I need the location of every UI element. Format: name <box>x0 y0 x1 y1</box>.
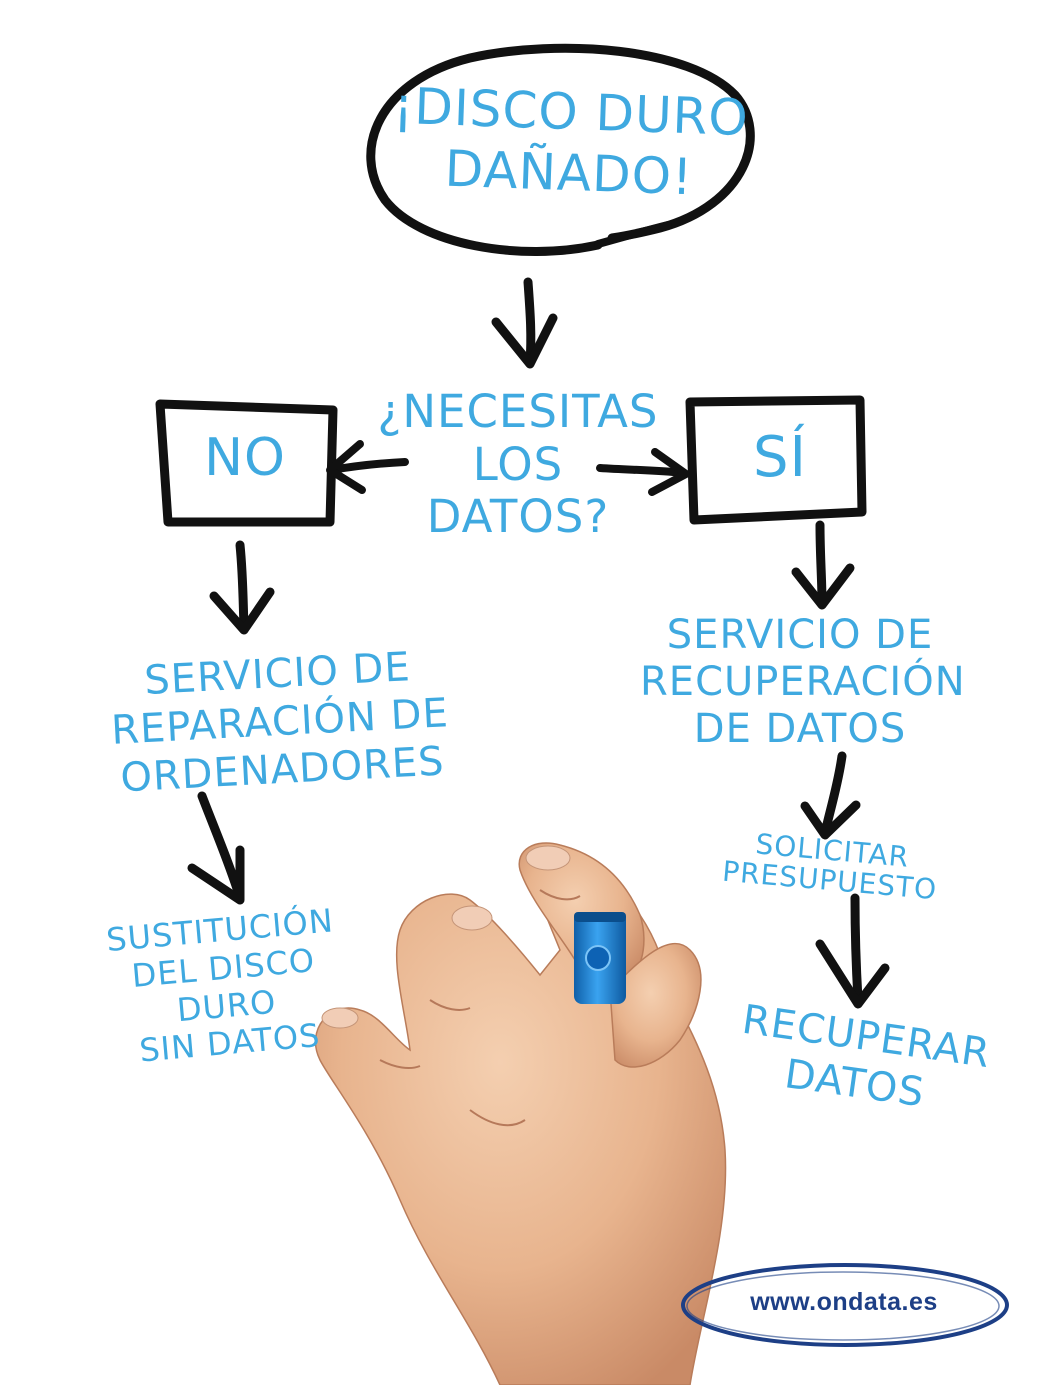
arrow-title-to-question <box>491 277 558 369</box>
data-recovery-service-label: SERVICIO DE RECUPERACIÓN DE DATOS <box>640 612 966 752</box>
website-link[interactable]: www.ondata.es <box>750 1288 938 1316</box>
arrow-quote-to-recover <box>815 893 890 1009</box>
marker-pen-button <box>585 945 611 971</box>
option-yes-label: SÍ <box>752 425 808 490</box>
option-no-label: NO <box>204 428 286 488</box>
title-damaged-hard-drive: ¡DISCO DURO DAÑADO! <box>392 76 750 207</box>
website-logo-oval <box>681 1263 1009 1347</box>
hard-drive-replacement-label: SUSTITUCIÓN DEL DISCO DURO SIN DATOS <box>104 901 336 1070</box>
yes-box <box>685 395 867 525</box>
arrow-recovery-to-quote <box>800 751 861 840</box>
arrow-question-to-yes <box>596 448 690 496</box>
hand-with-marker-illustration <box>314 842 727 1385</box>
computer-repair-service-label: SERVICIO DE REPARACIÓN DE ORDENADORES <box>110 644 450 802</box>
arrow-question-to-no <box>326 440 409 494</box>
arrow-yes-to-recovery <box>791 520 855 610</box>
no-box <box>155 399 338 527</box>
title-speech-bubble <box>366 43 755 256</box>
arrow-repair-to-replace <box>187 791 245 905</box>
arrow-no-to-repair <box>209 540 275 635</box>
question-need-data: ¿NECESITAS LOS DATOS? <box>377 385 659 544</box>
